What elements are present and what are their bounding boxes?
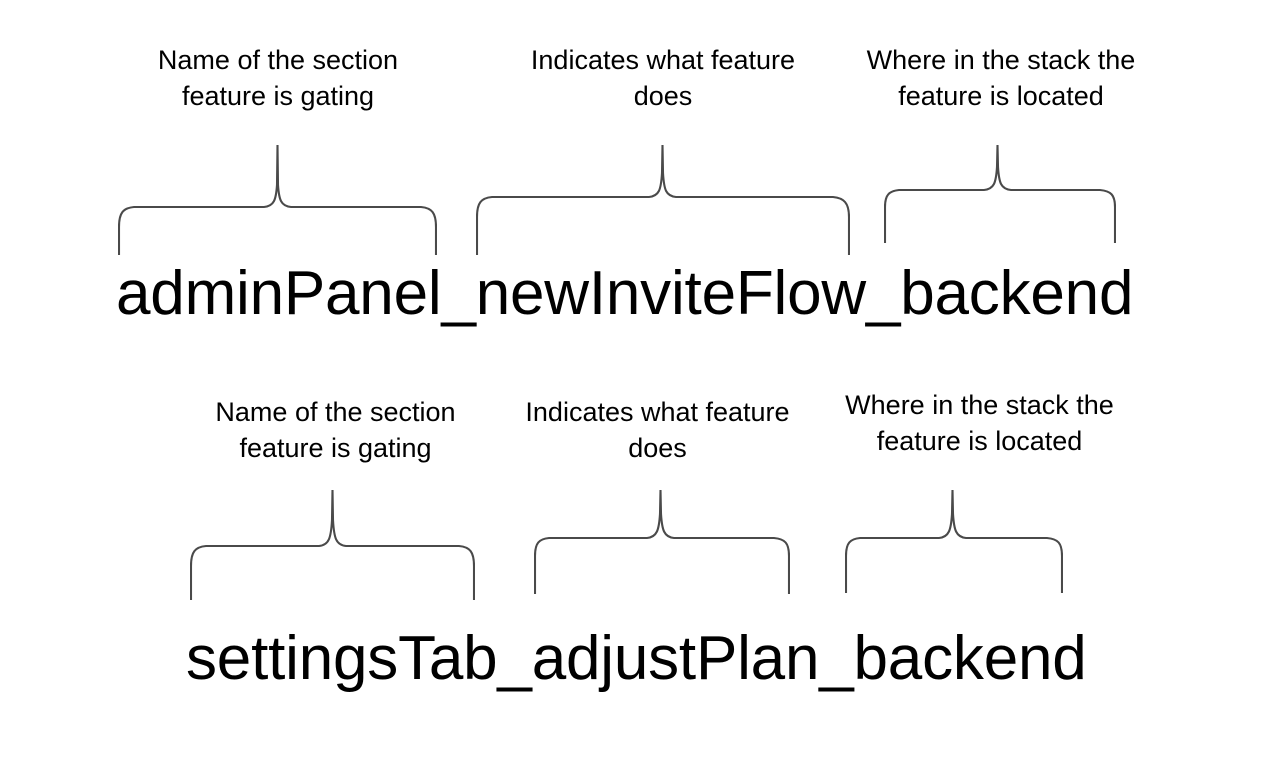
brace-stack-location-2 — [845, 490, 1063, 593]
flag-name-1: adminPanel_newInviteFlow_backend — [116, 259, 1134, 328]
brace-feature-action-2 — [534, 490, 790, 594]
brace-stack-location-1 — [884, 145, 1116, 243]
brace-section-name-1 — [118, 145, 437, 255]
flag-example-1: Name of the section feature is gating In… — [0, 0, 1284, 340]
caption-feature-action-1: Indicates what feature does — [530, 45, 796, 111]
flag-name-2: settingsTab_adjustPlan_backend — [186, 624, 1087, 693]
caption-feature-action-2: Indicates what feature does — [525, 397, 790, 463]
caption-section-name-2: Name of the section feature is gating — [215, 397, 456, 463]
caption-stack-location-2: Where in the stack the feature is locate… — [845, 390, 1114, 456]
caption-stack-location-1: Where in the stack the feature is locate… — [866, 45, 1136, 111]
brace-section-name-2 — [190, 490, 475, 600]
brace-feature-action-1 — [476, 145, 850, 255]
caption-section-name-1: Name of the section feature is gating — [157, 45, 399, 111]
